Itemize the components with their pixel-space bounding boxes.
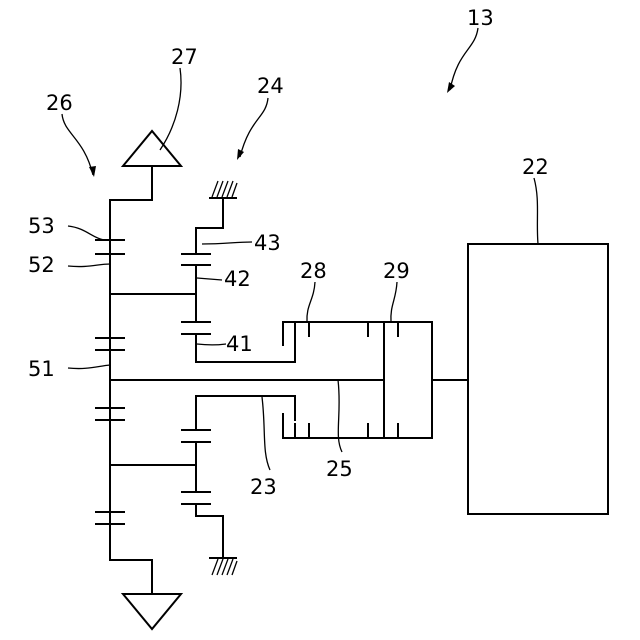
label-42: 42 [224, 267, 251, 291]
leader-26 [62, 114, 93, 175]
leader-29 [391, 282, 397, 322]
label-51: 51 [28, 357, 55, 381]
ground-hatch-top [212, 181, 237, 197]
label-29: 29 [383, 259, 410, 283]
label-27: 27 [171, 45, 198, 69]
ground-hatch-bottom [212, 559, 237, 575]
leader-52 [68, 264, 110, 267]
label-43: 43 [254, 231, 281, 255]
label-23: 23 [250, 475, 277, 499]
lower-sun-link [196, 396, 295, 430]
motor-box-22 [468, 244, 608, 514]
leader-53 [68, 226, 104, 240]
leader-24 [240, 98, 268, 157]
label-22: 22 [522, 155, 549, 179]
label-28: 28 [300, 259, 327, 283]
leader-23 [262, 397, 270, 470]
leader-22 [534, 178, 538, 244]
leader-27 [160, 68, 181, 150]
lower-ground-shaft [196, 504, 223, 558]
arrow-24 [237, 149, 244, 160]
bottom-branch [110, 560, 152, 594]
label-53: 53 [28, 214, 55, 238]
ground-triangle-bottom [123, 594, 181, 629]
label-41: 41 [226, 332, 253, 356]
leader-42 [197, 278, 222, 280]
label-13: 13 [467, 6, 494, 30]
label-25: 25 [326, 457, 353, 481]
top-branch [110, 166, 152, 200]
lower-pinion-column [182, 396, 295, 575]
label-52: 52 [28, 253, 55, 277]
upper-ground-shaft [196, 198, 223, 254]
leader-lines [62, 28, 538, 470]
leader-41 [197, 344, 226, 345]
clutch-assembly [110, 322, 468, 438]
leader-13 [450, 28, 478, 90]
arrow-26 [89, 166, 96, 177]
leader-28 [307, 282, 315, 322]
output-triangle-27 [123, 131, 181, 166]
label-24: 24 [257, 74, 284, 98]
leader-43 [202, 242, 252, 244]
label-26: 26 [46, 91, 73, 115]
leader-25 [338, 380, 342, 452]
arrow-13 [447, 82, 455, 93]
leader-51 [68, 365, 110, 369]
labels: 13 22 23 24 25 26 27 28 29 41 42 43 51 5… [28, 6, 549, 499]
